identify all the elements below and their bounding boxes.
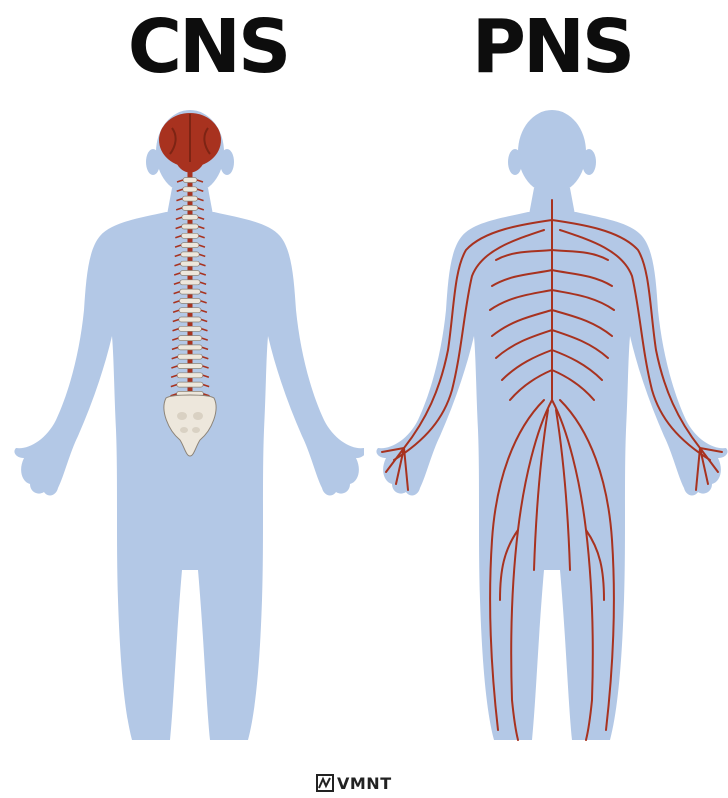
vmnt-logo: VMNT — [316, 772, 392, 794]
vertebra — [177, 382, 203, 387]
vertebra — [182, 196, 197, 201]
pns-title: PNS — [452, 2, 652, 92]
vertebra — [180, 289, 201, 294]
vertebra — [180, 261, 199, 266]
vertebra — [180, 271, 200, 276]
cns-title: CNS — [108, 2, 308, 92]
vertebra — [182, 215, 198, 220]
cns-body-svg — [0, 100, 364, 750]
vertebra — [179, 317, 201, 322]
vertebra — [177, 373, 203, 378]
vertebra — [181, 233, 198, 238]
vertebra — [179, 298, 200, 303]
cns-body-figure — [0, 100, 364, 750]
pns-body-svg — [364, 100, 728, 750]
vertebra — [179, 308, 201, 313]
vertebra — [177, 364, 202, 369]
vertebra — [181, 243, 199, 248]
vertebra — [178, 336, 202, 341]
vertebra — [178, 345, 202, 350]
vertebra — [182, 205, 198, 210]
vertebra — [182, 224, 199, 229]
vertebra — [180, 280, 200, 285]
pns-body-figure — [364, 100, 728, 750]
vertebra — [183, 187, 198, 192]
vertebra — [178, 354, 203, 359]
vmnt-wordmark: VMNT — [337, 774, 392, 793]
vertebra — [183, 178, 197, 183]
vertebra — [181, 252, 199, 257]
vertebra — [179, 326, 202, 331]
vmnt-logo-mark-icon — [316, 774, 334, 792]
